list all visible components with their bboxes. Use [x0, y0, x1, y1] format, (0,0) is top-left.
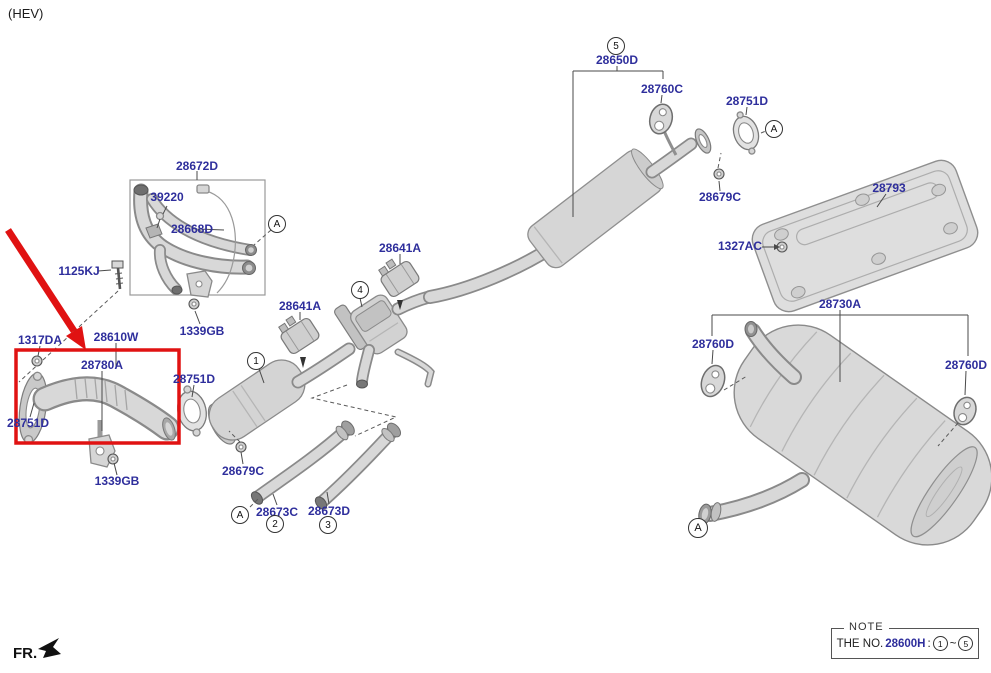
- hanger-28760c: [648, 103, 674, 135]
- part-label-1317da[interactable]: 1317DA: [17, 333, 63, 347]
- part-label-28751d-mid[interactable]: 28751D: [172, 372, 216, 386]
- part-label-28668d[interactable]: 28668D: [170, 222, 214, 236]
- note-prefix: THE NO.: [836, 637, 884, 650]
- rear-muffler: [698, 310, 991, 546]
- variant-label: (HEV): [8, 6, 44, 21]
- part-label-28673d[interactable]: 28673D: [307, 504, 351, 518]
- part-label-28780a[interactable]: 28780A: [80, 358, 124, 372]
- fr-direction-icon: [38, 638, 61, 658]
- front-flex-pipe: [18, 343, 180, 476]
- gasket-top-right: [732, 111, 760, 155]
- part-label-39220[interactable]: 39220: [150, 190, 184, 204]
- part-label-28760c[interactable]: 28760C: [640, 82, 684, 96]
- clamp-upper: [378, 254, 420, 310]
- note-title: NOTE: [844, 621, 889, 633]
- note-content: THE NO. 28600H : 1 ~ 5: [832, 629, 978, 658]
- bolt-1125kj-icon: [111, 260, 124, 290]
- heat-shield: [751, 159, 979, 313]
- front-pipe-assembly: [18, 171, 272, 383]
- part-label-1327ac[interactable]: 1327AC: [717, 239, 763, 253]
- callout-1: 1: [247, 352, 265, 370]
- note-range-start: 1: [932, 636, 948, 651]
- under-pipes: [249, 384, 402, 510]
- part-label-28610w[interactable]: 28610W: [93, 330, 139, 344]
- part-label-28650d[interactable]: 28650D: [595, 53, 639, 67]
- note-range-end: 5: [958, 636, 974, 651]
- highlight-overlay: [5, 228, 181, 445]
- callout-5: 5: [607, 37, 625, 55]
- part-label-1339gb-top[interactable]: 1339GB: [179, 324, 225, 338]
- hanger-28760d-left: [700, 364, 726, 398]
- part-label-1125kj[interactable]: 1125KJ: [58, 264, 100, 278]
- clamp-lower: [278, 312, 320, 368]
- callout-a-underpipe: A: [231, 506, 249, 524]
- fr-label: FR.: [13, 645, 38, 662]
- note-part-number: 28600H: [885, 637, 926, 650]
- hanger-28760d-right: [953, 396, 977, 426]
- part-label-28751d-right[interactable]: 28751D: [725, 94, 769, 108]
- callout-a-tailpipe: A: [688, 518, 708, 538]
- part-label-28673c[interactable]: 28673C: [255, 505, 299, 519]
- part-label-1339gb-bottom[interactable]: 1339GB: [94, 474, 140, 488]
- part-label-28641a-lower[interactable]: 28641A: [278, 299, 322, 313]
- part-label-28760d-right[interactable]: 28760D: [944, 358, 988, 372]
- center-valve-assembly: [333, 290, 436, 389]
- note-tilde: ~: [949, 637, 957, 650]
- callout-3: 3: [319, 516, 337, 534]
- part-label-28641a-upper[interactable]: 28641A: [378, 241, 422, 255]
- catalytic-converter: [207, 342, 356, 465]
- callout-a-gasket: A: [765, 120, 783, 138]
- part-label-28751d-left[interactable]: 28751D: [6, 416, 50, 430]
- part-label-28672d[interactable]: 28672D: [175, 159, 219, 173]
- part-label-28679c-left[interactable]: 28679C: [221, 464, 265, 478]
- part-label-28793[interactable]: 28793: [872, 181, 906, 195]
- callout-a-frontpipe: A: [268, 215, 286, 233]
- center-muffler-assembly: [423, 66, 767, 304]
- note-box: NOTE THE NO. 28600H : 1 ~ 5: [831, 621, 979, 659]
- part-label-28679c-right[interactable]: 28679C: [698, 190, 742, 204]
- callout-4: 4: [351, 281, 369, 299]
- part-label-28760d-left[interactable]: 28760D: [691, 337, 735, 351]
- note-separator: :: [927, 637, 931, 650]
- callout-2: 2: [266, 515, 284, 533]
- part-label-28730a[interactable]: 28730A: [818, 297, 862, 311]
